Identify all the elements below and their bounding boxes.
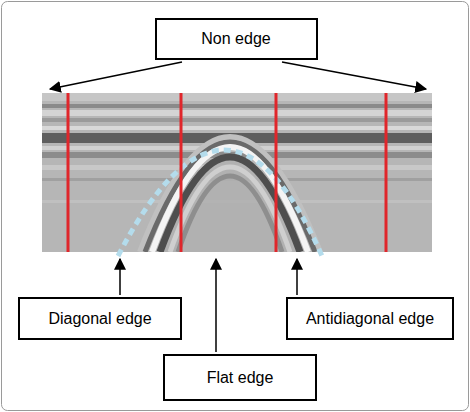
label-box: Antidiagonal edge (286, 297, 454, 340)
red-divider (67, 93, 70, 252)
pointer-arrow (282, 62, 426, 89)
radar-image (42, 93, 432, 252)
box-label: Diagonal edge (48, 309, 151, 328)
band (42, 126, 432, 130)
red-divider (275, 93, 278, 252)
hyperbola-band (170, 167, 290, 252)
label-box: Non edge (155, 18, 318, 60)
band (42, 93, 432, 101)
dotted-curve (118, 150, 322, 256)
band (42, 104, 432, 108)
band (42, 110, 432, 116)
box-label: Antidiagonal edge (306, 309, 434, 328)
band (42, 118, 432, 122)
red-divider (385, 93, 388, 252)
hyperbola-band (140, 137, 320, 252)
pointer-arrow (50, 62, 182, 89)
box-label: Flat edge (207, 368, 274, 387)
red-divider (180, 93, 183, 252)
label-box: Diagonal edge (18, 297, 182, 340)
box-label: Non edge (201, 29, 270, 48)
hyperbola-band (178, 176, 282, 252)
pointer-arrow (215, 259, 217, 352)
label-box: Flat edge (163, 354, 317, 401)
pointer-arrow (296, 259, 298, 295)
hyperbola-band (152, 147, 308, 252)
pointer-arrow (119, 259, 121, 295)
image-ground (42, 93, 432, 252)
